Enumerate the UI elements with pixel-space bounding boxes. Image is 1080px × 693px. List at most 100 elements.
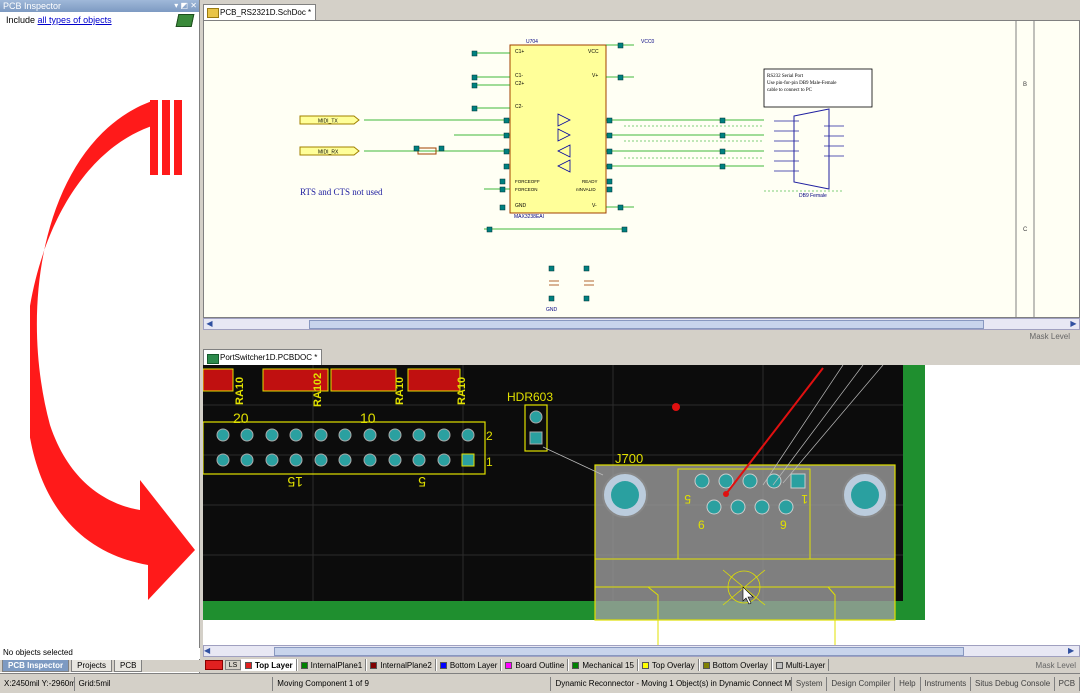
layer-tab-label: Board Outline bbox=[515, 661, 564, 670]
j700-mount-right-inner bbox=[851, 481, 879, 509]
arrow-tail-stripe-1 bbox=[150, 100, 158, 175]
trace-endpoint bbox=[723, 491, 729, 497]
header-label-10: 10 bbox=[360, 410, 376, 426]
j700-label: J700 bbox=[615, 451, 643, 466]
chip-pin-gnd: GND bbox=[515, 203, 527, 209]
j700-pin-5: 5 bbox=[684, 492, 691, 506]
rs232-note-line-3: cable to connect to PC bbox=[767, 88, 813, 93]
db9-connector bbox=[794, 109, 829, 189]
net-port-tx-label: MIDI_TX bbox=[318, 119, 338, 125]
header-label-2: 2 bbox=[486, 429, 493, 443]
layer-swatch-bottom-overlay bbox=[703, 662, 710, 669]
panel-button-system[interactable]: System bbox=[792, 677, 828, 691]
j700-mount-left-inner bbox=[611, 481, 639, 509]
chip-name: MAX3238EAI bbox=[514, 214, 544, 220]
schematic-bottom-bar: Mask Level bbox=[203, 330, 1080, 344]
hdr603-label: HDR603 bbox=[507, 390, 553, 404]
status-grid: Grid:5mil bbox=[75, 677, 274, 691]
layer-tab-board-outline[interactable]: Board Outline bbox=[501, 659, 568, 671]
layer-tab-internalplane1[interactable]: InternalPlane1 bbox=[297, 659, 367, 671]
layer-set-button[interactable]: LS bbox=[225, 660, 241, 670]
ref-ra102: RA102 bbox=[312, 373, 324, 407]
hdr603-pad-2 bbox=[530, 432, 542, 444]
status-moving: Moving Component 1 of 9 bbox=[273, 677, 551, 691]
layer-tabs-bar: LS Top Layer InternalPlane1 InternalPlan… bbox=[203, 658, 1080, 672]
schematic-mask-level[interactable]: Mask Level bbox=[1030, 332, 1070, 341]
border-zone-c: C bbox=[1023, 227, 1028, 233]
panel-button-design-compiler[interactable]: Design Compiler bbox=[827, 677, 895, 691]
status-reconnect: Dynamic Reconnector - Moving 1 Object(s)… bbox=[551, 677, 791, 691]
chip-pin-vminus: V- bbox=[592, 203, 597, 209]
pcb-mask-level[interactable]: Mask Level bbox=[1036, 661, 1080, 670]
layer-tab-bottom-overlay[interactable]: Bottom Overlay bbox=[699, 659, 772, 671]
tab-pcb[interactable]: PCB bbox=[114, 660, 142, 672]
j700-pin-9: 9 bbox=[780, 518, 787, 532]
header-label-1: 1 bbox=[486, 455, 493, 469]
chip-pin-c2plus: C2+ bbox=[515, 81, 524, 87]
panel-button-help[interactable]: Help bbox=[895, 677, 920, 691]
panel-button-pcb[interactable]: PCB bbox=[1055, 677, 1080, 691]
pcb-scroll-thumb[interactable] bbox=[274, 647, 964, 656]
layer-swatch-top-overlay bbox=[642, 662, 649, 669]
panel-button-situs[interactable]: Situs Debug Console bbox=[971, 677, 1055, 691]
layer-swatch-multi bbox=[776, 662, 783, 669]
schematic-dashed-nets bbox=[624, 126, 844, 191]
arrow-body bbox=[30, 100, 195, 600]
header-label-5: 5 bbox=[418, 474, 426, 490]
layer-tab-internalplane2[interactable]: InternalPlane2 bbox=[366, 659, 436, 671]
schematic-hscrollbar[interactable]: ◀ ▶ bbox=[203, 318, 1080, 330]
net-port-rx-label: MIDI_RX bbox=[318, 150, 339, 156]
schematic-canvas[interactable]: U704 MAX3238EAI C1+ C1- C2+ C2- FORCEOFF… bbox=[203, 20, 1080, 318]
pcb-canvas[interactable]: RA10 RA102 RA10 RA10 20 10 15 5 bbox=[203, 365, 1080, 645]
pcb-scroll-left-icon[interactable]: ◀ bbox=[204, 646, 215, 655]
layer-swatch-outline bbox=[505, 662, 512, 669]
tab-projects[interactable]: Projects bbox=[71, 660, 112, 672]
scroll-left-icon[interactable]: ◀ bbox=[204, 319, 215, 329]
layer-tab-label: Bottom Overlay bbox=[713, 661, 768, 670]
board-edge-right bbox=[903, 365, 925, 620]
bottom-capacitors bbox=[549, 281, 594, 285]
tab-pcb-inspector[interactable]: PCB Inspector bbox=[2, 660, 69, 672]
chip-pin-c1minus: C1- bbox=[515, 73, 523, 79]
current-layer-swatch[interactable] bbox=[205, 660, 223, 670]
vcc-label: VCC0 bbox=[641, 39, 655, 45]
layer-tab-top[interactable]: Top Layer bbox=[241, 659, 297, 671]
layer-swatch-bottom bbox=[440, 662, 447, 669]
note-rts-cts: RTS and CTS not used bbox=[300, 187, 383, 197]
layer-swatch-ip2 bbox=[370, 662, 377, 669]
tab-schematic-doc[interactable]: PCB_RS2321D.SchDoc * bbox=[203, 4, 316, 20]
pcb-board-icon[interactable] bbox=[176, 14, 195, 27]
layer-tab-top-overlay[interactable]: Top Overlay bbox=[638, 659, 699, 671]
layer-tab-label: Top Overlay bbox=[652, 661, 695, 670]
j700-pin-6: 6 bbox=[698, 518, 705, 532]
panel-title: PCB Inspector bbox=[3, 1, 61, 11]
layer-tab-label: Multi-Layer bbox=[786, 661, 826, 670]
header-label-20: 20 bbox=[233, 410, 249, 426]
chip-pin-c2minus: C2- bbox=[515, 104, 523, 110]
chip-pin-vplus: V+ bbox=[592, 73, 598, 79]
ref-ra10-4: RA10 bbox=[456, 377, 468, 405]
chip-pin-vcc: VCC bbox=[588, 49, 599, 55]
panel-controls[interactable]: ▾ ◩ ✕ bbox=[174, 0, 197, 12]
red-curved-arrow bbox=[30, 95, 200, 605]
rs232-note-line-2: Use pin-for-pin DB9 Male-Female bbox=[767, 81, 837, 86]
selection-status: No objects selected bbox=[0, 648, 200, 659]
border-zone-b: B bbox=[1023, 82, 1027, 88]
chip-pin-forceon: FORCEON bbox=[515, 187, 538, 192]
layer-tab-mechanical15[interactable]: Mechanical 15 bbox=[568, 659, 638, 671]
pcb-hscrollbar[interactable]: ◀ ▶ bbox=[203, 645, 1080, 657]
layer-swatch-mech15 bbox=[572, 662, 579, 669]
panel-button-instruments[interactable]: Instruments bbox=[921, 677, 972, 691]
schematic-scroll-thumb[interactable] bbox=[309, 320, 984, 329]
chip-ref: U704 bbox=[526, 39, 538, 45]
connector-name: DB9 Female bbox=[799, 193, 827, 199]
include-objects-link[interactable]: all types of objects bbox=[38, 15, 112, 25]
schematic-drawing: U704 MAX3238EAI C1+ C1- C2+ C2- FORCEOFF… bbox=[204, 21, 1080, 318]
layer-tab-label: InternalPlane2 bbox=[380, 661, 432, 670]
layer-tab-multi-layer[interactable]: Multi-Layer bbox=[772, 659, 830, 671]
tab-pcb-doc[interactable]: PortSwitcher1D.PCBDOC * bbox=[203, 349, 322, 365]
pcb-scroll-right-icon[interactable]: ▶ bbox=[1068, 646, 1079, 655]
scroll-right-icon[interactable]: ▶ bbox=[1068, 319, 1079, 329]
layer-tab-bottom[interactable]: Bottom Layer bbox=[436, 659, 502, 671]
hdr603-pad-1 bbox=[530, 411, 542, 423]
